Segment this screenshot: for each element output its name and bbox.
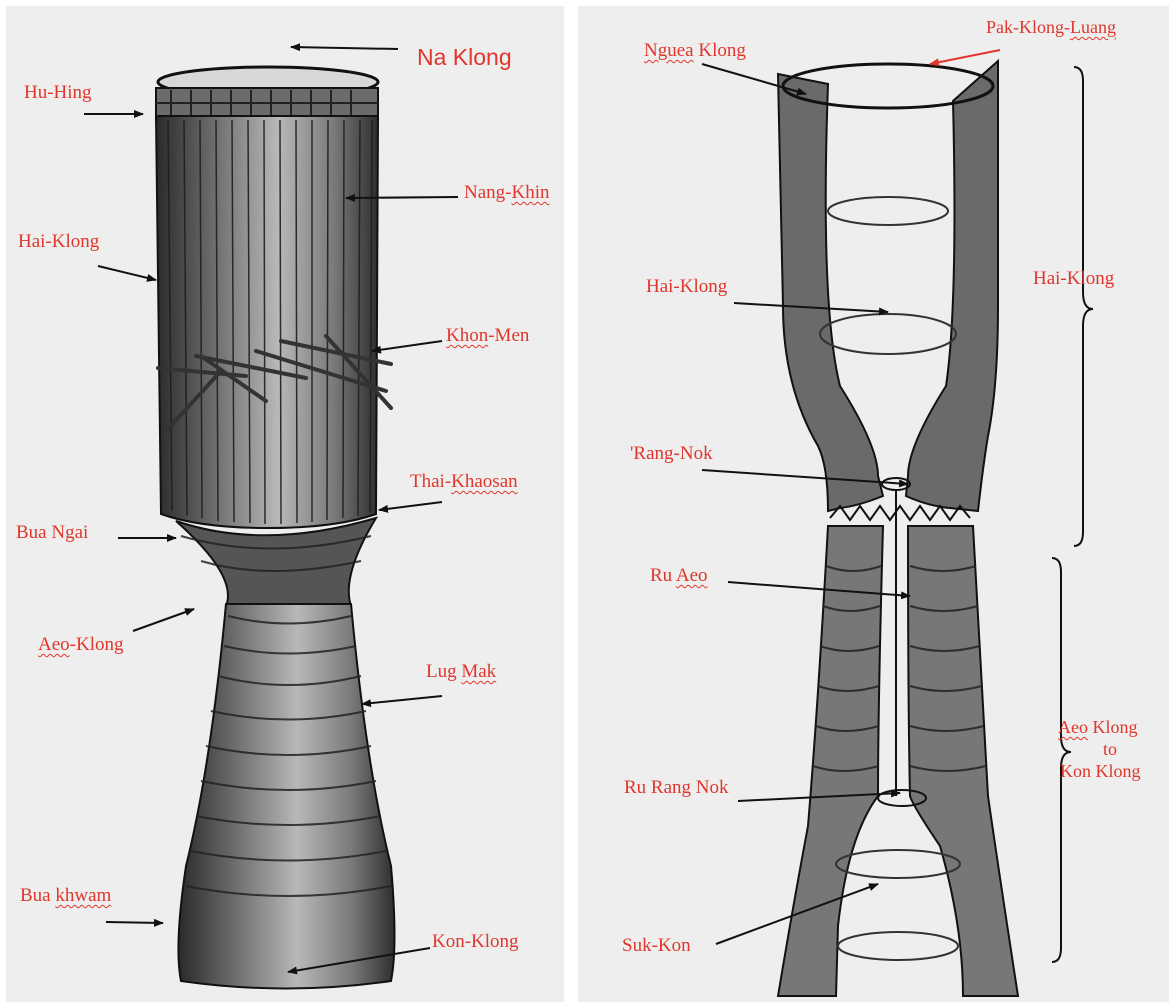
label-na-klong: Na Klong bbox=[417, 46, 512, 69]
arrow-lug-mak bbox=[362, 696, 442, 704]
lower-left-wall bbox=[778, 526, 883, 996]
label-hu-hing: Hu-Hing bbox=[24, 83, 92, 102]
label-hai-klong-bracket: Hai-Klong bbox=[1033, 269, 1114, 288]
arrow-thai-khaosan bbox=[379, 502, 442, 510]
label-thai-khaosan: Thai-Khaosan bbox=[410, 472, 518, 491]
suk-kon-ring bbox=[836, 850, 960, 878]
label-aeo-klong-range: Aeo Klong bbox=[1058, 718, 1138, 736]
interior-ring-2 bbox=[820, 314, 956, 354]
arrow-pak-klong-luang bbox=[930, 50, 1000, 64]
label-hai-klong: Hai-Klong bbox=[18, 232, 99, 251]
shell-left-wall bbox=[778, 74, 883, 511]
label-aeo-klong: Aeo-Klong bbox=[38, 635, 123, 654]
shell-right-wall bbox=[906, 61, 998, 511]
arrow-nang-khin bbox=[346, 197, 458, 198]
label-rang-nok: 'Rang-Nok bbox=[630, 444, 713, 463]
drum-exterior-panel: Na Klong Hu-Hing Nang-Khin Hai-Klong Kho… bbox=[6, 6, 564, 1002]
label-to: to bbox=[1103, 740, 1117, 758]
arrow-aeo-klong bbox=[133, 609, 194, 631]
label-kon-klong-range: Kon Klong bbox=[1060, 762, 1141, 780]
label-hai-klong-inner: Hai-Klong bbox=[646, 277, 727, 296]
arrow-ru-aeo bbox=[728, 582, 910, 596]
arrow-bua-khwam bbox=[106, 922, 163, 923]
arrow-hai-klong bbox=[98, 266, 156, 280]
label-suk-kon: Suk-Kon bbox=[622, 936, 691, 955]
label-bua-ngai: Bua Ngai bbox=[16, 523, 88, 542]
drum-lower-body bbox=[178, 604, 394, 989]
arrow-khon-men bbox=[372, 341, 442, 351]
label-ru-aeo: Ru Aeo bbox=[650, 566, 708, 585]
label-khon-men: Khon-Men bbox=[446, 326, 529, 345]
label-bua-khwam: Bua khwam bbox=[20, 886, 111, 905]
arrow-na-klong bbox=[291, 47, 398, 49]
label-pak-klong-luang: Pak-Klong-Luang bbox=[986, 18, 1116, 36]
drum-cutaway-drawing bbox=[578, 6, 1169, 1002]
label-nang-khin: Nang-Khin bbox=[464, 183, 549, 202]
drum-upper-body bbox=[156, 116, 378, 528]
label-ru-rang-nok: Ru Rang Nok bbox=[624, 778, 729, 797]
label-nguea-klong: Nguea Klong bbox=[644, 41, 746, 60]
drum-cutaway-panel: Nguea Klong Pak-Klong-Luang Hai-Klong Ha… bbox=[578, 6, 1169, 1002]
drum-exterior-drawing bbox=[6, 6, 564, 1002]
label-lug-mak: Lug Mak bbox=[426, 662, 496, 681]
label-kon-klong: Kon-Klong bbox=[432, 932, 519, 951]
interior-ring-1 bbox=[828, 197, 948, 225]
bracket-hai-klong bbox=[1074, 67, 1093, 546]
lower-right-wall bbox=[908, 526, 1018, 996]
base-ring bbox=[838, 932, 958, 960]
bracket-aeo-to-kon-klong bbox=[1052, 558, 1071, 962]
